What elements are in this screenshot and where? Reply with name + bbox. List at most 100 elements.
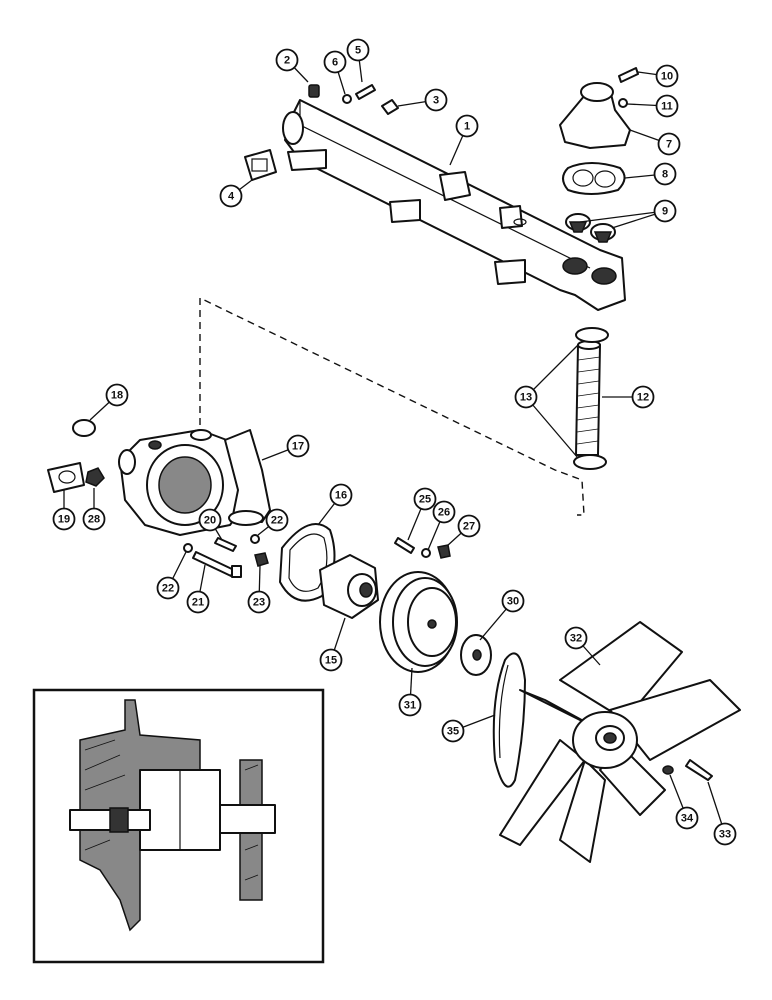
- callout-circle: [286, 434, 310, 458]
- callout-number: 25: [419, 494, 431, 506]
- callout-1: 1: [455, 114, 479, 138]
- callout-26: 26: [432, 500, 456, 524]
- callout-number: 32: [570, 633, 582, 645]
- callout-number: 1: [464, 121, 470, 133]
- bypass-hose: [575, 340, 601, 456]
- callout-number: 21: [192, 597, 204, 609]
- callout-25: 25: [413, 487, 437, 511]
- callout-11: 11: [655, 94, 679, 118]
- callout-22: 22: [265, 508, 289, 532]
- callout-number: 13: [520, 392, 532, 404]
- callout-number: 15: [325, 655, 337, 667]
- plug-cap: [72, 419, 96, 437]
- hose-clamp-upper: [575, 327, 609, 343]
- callout-number: 19: [58, 514, 70, 526]
- callout-number: 3: [433, 95, 439, 107]
- small-nut: [85, 467, 105, 487]
- leader-line-13: [525, 396, 579, 459]
- callout-circle: [265, 508, 289, 532]
- callout-number: 7: [666, 139, 672, 151]
- hose-clamp-lower: [573, 454, 607, 470]
- callout-17: 17: [286, 434, 310, 458]
- callout-number: 4: [228, 191, 235, 203]
- callout-number: 20: [204, 515, 216, 527]
- callout-2: 2: [275, 48, 299, 72]
- plug-fittings: [308, 84, 399, 115]
- leader-line-13: [525, 344, 579, 398]
- callout-31: 31: [398, 693, 422, 717]
- callout-circle: [219, 184, 243, 208]
- pulley-fasteners: [394, 537, 451, 559]
- thermostat-housing: [559, 67, 639, 149]
- callout-circle: [713, 822, 737, 846]
- callout-circle: [323, 50, 347, 74]
- fan-washer: [662, 765, 674, 775]
- callout-circle: [346, 38, 370, 62]
- callout-number: 9: [662, 206, 668, 218]
- callout-number: 18: [111, 390, 123, 402]
- leader-line-9: [579, 210, 666, 223]
- callout-32: 32: [564, 626, 588, 650]
- callout-22: 22: [156, 576, 180, 600]
- callout-number: 2: [284, 55, 290, 67]
- callout-number: 8: [662, 169, 668, 181]
- callout-circle: [514, 385, 538, 409]
- water-pump-body: [118, 429, 271, 536]
- callout-circle: [198, 508, 222, 532]
- callout-7: 7: [657, 132, 681, 156]
- callout-15: 15: [319, 648, 343, 672]
- callout-13: 13: [514, 385, 538, 409]
- callout-number: 11: [661, 101, 673, 113]
- callout-circle: [631, 385, 655, 409]
- callout-circle: [457, 514, 481, 538]
- callout-circle: [186, 590, 210, 614]
- callout-number: 12: [637, 392, 649, 404]
- callout-18: 18: [105, 383, 129, 407]
- callout-circle: [501, 589, 525, 613]
- callout-circle: [398, 693, 422, 717]
- fan-bolt: [685, 759, 713, 781]
- callout-number: 10: [661, 71, 673, 83]
- callout-number: 27: [463, 521, 475, 533]
- callout-28: 28: [82, 507, 106, 531]
- pump-fasteners: [183, 534, 269, 578]
- callout-circle: [564, 626, 588, 650]
- water-pump-hub: [319, 554, 379, 619]
- callout-10: 10: [655, 64, 679, 88]
- callout-34: 34: [675, 806, 699, 830]
- callout-circle: [653, 199, 677, 223]
- callout-8: 8: [653, 162, 677, 186]
- callout-number: 22: [271, 515, 283, 527]
- fan-pulley: [379, 571, 458, 673]
- callout-30: 30: [501, 589, 525, 613]
- thermostats: [565, 213, 616, 243]
- callout-number: 23: [253, 597, 265, 609]
- callout-number: 34: [681, 813, 694, 825]
- callout-6: 6: [323, 50, 347, 74]
- callout-circle: [675, 806, 699, 830]
- callout-number: 22: [162, 583, 174, 595]
- callout-12: 12: [631, 385, 655, 409]
- callout-number: 26: [438, 507, 450, 519]
- callout-circle: [52, 507, 76, 531]
- callout-circle: [432, 500, 456, 524]
- callout-number: 33: [719, 829, 731, 841]
- callout-20: 20: [198, 508, 222, 532]
- callout-circle: [655, 94, 679, 118]
- callout-3: 3: [424, 88, 448, 112]
- water-manifold: [282, 99, 626, 311]
- fan-belt: [492, 652, 526, 788]
- callout-4: 4: [219, 184, 243, 208]
- callout-9: 9: [653, 199, 677, 223]
- fan-spacer: [460, 634, 492, 676]
- callout-circle: [275, 48, 299, 72]
- callout-circle: [441, 719, 465, 743]
- callout-35: 35: [441, 719, 465, 743]
- callout-circle: [657, 132, 681, 156]
- callout-23: 23: [247, 590, 271, 614]
- inset-cross-section: [32, 688, 325, 964]
- callout-number: 35: [447, 726, 459, 738]
- callout-circle: [424, 88, 448, 112]
- callout-circle: [82, 507, 106, 531]
- callout-number: 5: [355, 45, 361, 57]
